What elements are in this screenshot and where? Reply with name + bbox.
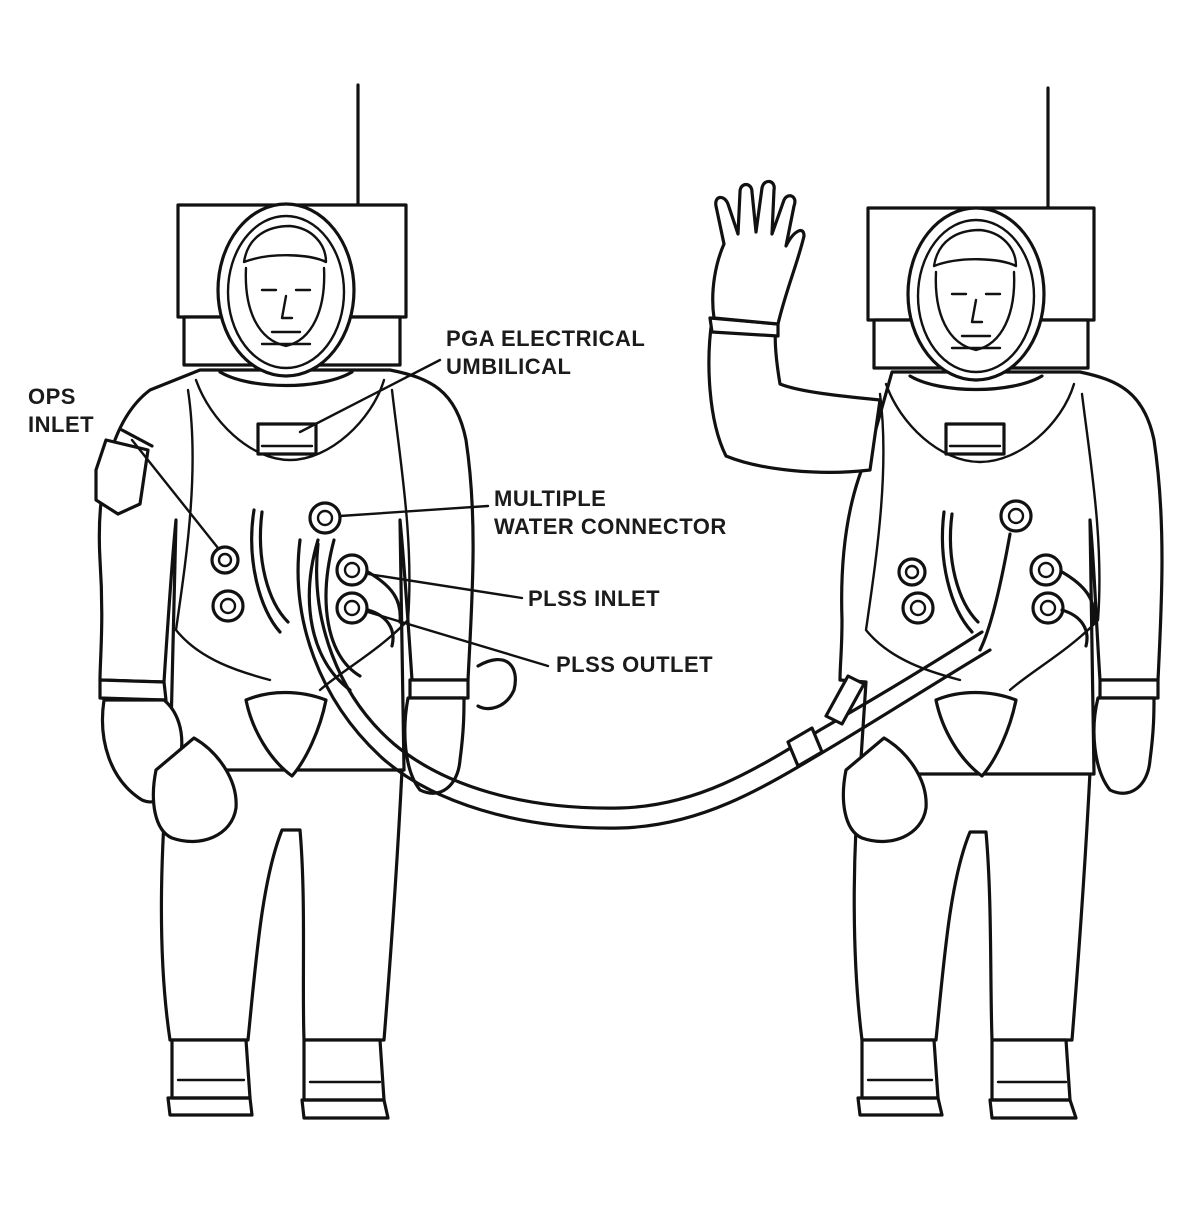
leader-pga-umbilical xyxy=(298,358,442,434)
left-face xyxy=(244,266,326,348)
right-connector-lower-left xyxy=(901,591,935,625)
right-legs xyxy=(852,768,1092,1042)
right-chest-box xyxy=(944,422,1006,456)
ops-inlet-connector xyxy=(210,545,240,575)
right-connector-upper-left xyxy=(897,557,927,587)
left-helmet xyxy=(216,202,356,378)
left-chest-box xyxy=(256,422,318,456)
right-boot-left xyxy=(860,1038,940,1100)
label-water-connector-line1: MULTIPLE xyxy=(494,486,606,511)
right-center-panel xyxy=(934,690,1018,778)
left-boot-right xyxy=(302,1038,386,1102)
right-glove-right xyxy=(1092,696,1156,795)
label-ops-inlet-line2: INLET xyxy=(28,412,94,437)
leader-plss-outlet xyxy=(366,610,550,668)
right-thigh-pocket xyxy=(841,736,928,844)
label-plss-outlet: PLSS OUTLET xyxy=(556,652,713,677)
right-plss-outlet-connector xyxy=(1031,591,1065,625)
label-pga-umbilical-line1: PGA ELECTRICAL xyxy=(446,326,645,351)
right-cuff-right xyxy=(1098,678,1160,700)
right-boot-right xyxy=(990,1038,1072,1102)
left-astronaut xyxy=(94,83,475,1120)
hose-coupling xyxy=(824,674,866,726)
right-plss-inlet-connector xyxy=(1029,553,1063,587)
left-cuff-right xyxy=(408,678,470,700)
right-astronaut xyxy=(707,86,1164,1120)
right-face xyxy=(934,270,1016,352)
label-ops-inlet-line1: OPS xyxy=(28,384,76,409)
leader-water-connector xyxy=(338,504,490,518)
ops-unit xyxy=(94,438,150,516)
labels: OPS INLET PGA ELECTRICAL UMBILICAL MULTI… xyxy=(28,326,727,677)
plss-outlet-connector xyxy=(335,591,369,625)
right-water-connector xyxy=(999,499,1033,533)
label-plss-inlet: PLSS INLET xyxy=(528,586,660,611)
left-boot-left xyxy=(170,1038,252,1100)
left-thigh-pocket xyxy=(151,736,238,844)
leader-lines xyxy=(130,358,550,668)
left-center-panel xyxy=(244,690,328,778)
right-raised-arm xyxy=(707,318,882,474)
label-pga-umbilical-line2: UMBILICAL xyxy=(446,354,571,379)
right-helmet xyxy=(906,206,1046,382)
left-cuff-left xyxy=(98,678,168,702)
multiple-water-connector xyxy=(308,501,342,535)
hose-clamp xyxy=(786,726,824,768)
plss-inlet-connector xyxy=(335,553,369,587)
left-glove-right xyxy=(403,696,466,795)
connecting-hose xyxy=(296,538,992,830)
label-water-connector-line2: WATER CONNECTOR xyxy=(494,514,727,539)
right-waving-glove xyxy=(711,179,806,326)
leader-plss-inlet xyxy=(366,572,524,600)
left-chest-connector-lower xyxy=(211,589,245,623)
leader-ops-inlet xyxy=(130,438,220,550)
